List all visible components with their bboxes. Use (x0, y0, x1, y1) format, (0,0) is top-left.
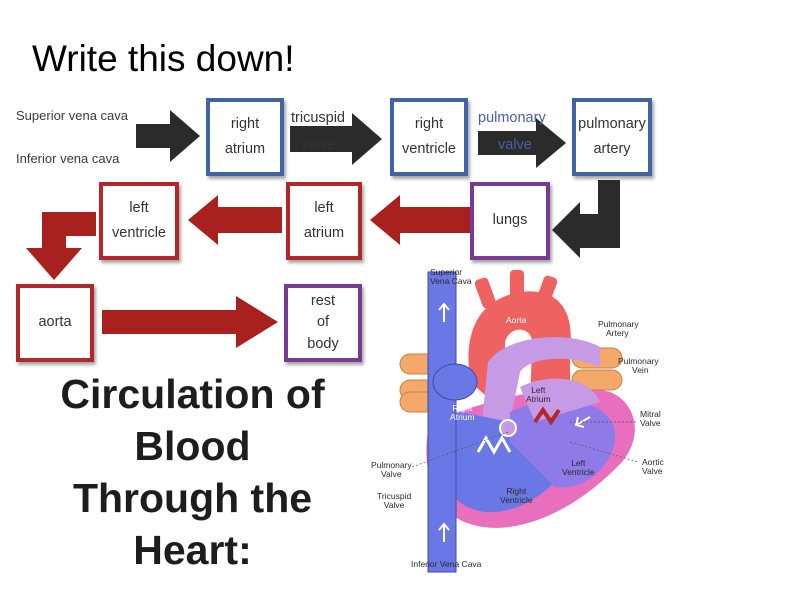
label-right-atrium: Right Atrium (450, 404, 475, 422)
heart-right-side (437, 412, 555, 513)
label-left-atrium-line1: Left (531, 385, 546, 395)
box-lungs-label: lungs (492, 212, 528, 229)
label-pulmonary-artery-line2: Artery (606, 327, 629, 338)
pulmonary-valve-label: pulmonary valve (478, 105, 546, 159)
label-pulmonary-vein: Pulmonary Vein (618, 357, 659, 375)
label-right-atrium-line1: Right (452, 403, 473, 413)
label-left-ventricle-line2: Ventricle (562, 466, 595, 477)
box-pulmonary-artery: pulmonary artery (572, 98, 652, 176)
box-right-ventricle-line2: ventricle (402, 141, 456, 157)
box-left-ventricle: left ventricle (99, 182, 179, 260)
arrow-tricuspid-to-right-ventricle (290, 113, 382, 165)
circulation-title: Circulation of Blood Through the Heart: (30, 368, 355, 576)
label-pulmonary-valve-line2: Valve (381, 468, 402, 479)
arrow-pulmonary-to-artery (478, 118, 566, 168)
box-right-atrium-line1: right (230, 115, 260, 132)
leader-pulmonary-valve (411, 431, 509, 468)
label-superior-vena-cava: Superior Vena Cava (430, 268, 472, 286)
box-right-atrium: right atrium (206, 98, 284, 176)
slide-title: Write this down! (32, 38, 295, 79)
arrow-artery-to-lungs (552, 180, 620, 258)
box-rest-of-body-line1: rest (310, 293, 336, 310)
label-pulmonary-valve: Pulmonary Valve (371, 461, 412, 479)
label-right-ventricle-line2: Ventricle (500, 494, 533, 505)
circulation-title-line2: Blood (134, 423, 251, 469)
box-left-atrium-line1: left (314, 199, 334, 216)
pulmonary-valve-shape (499, 419, 517, 437)
box-pulmonary-artery-line1: pulmonary (578, 115, 646, 132)
label-tricuspid-valve-line2: Valve (383, 499, 405, 510)
vena-cava-tube (427, 271, 457, 573)
box-right-atrium-line2: atrium (224, 141, 266, 157)
label-tricuspid-valve: Tricuspid Valve (377, 492, 411, 510)
flow-arrow-2 (438, 522, 450, 542)
arrow-lungs-to-left-atrium (370, 195, 470, 245)
tricuspid-valve-line1: tricuspid (291, 110, 345, 126)
label-right-atrium-line2: Atrium (450, 411, 475, 422)
label-pulmonary-valve-line1: Pulmonary (371, 460, 412, 470)
box-rest-of-body-line3: body (307, 335, 339, 352)
flow-arrow-1 (438, 302, 450, 322)
arrow-vena-to-right-atrium (136, 110, 200, 162)
pulmonary-valve-line2: valve (498, 136, 532, 153)
arrow-aorta-to-body (102, 296, 278, 348)
label-right-ventricle-line1: Right (506, 486, 527, 496)
label-mitral-valve: Mitral Valve (640, 410, 661, 428)
box-left-ventricle-line1: left (129, 199, 149, 216)
box-right-ventricle: right ventricle (390, 98, 468, 176)
box-left-atrium: left atrium (286, 182, 362, 260)
label-superior-vena-cava-line2: Vena Cava (430, 275, 472, 286)
box-lungs: lungs (470, 182, 550, 260)
label-mitral-valve-line1: Mitral (640, 409, 661, 419)
aorta-branch-1 (474, 277, 496, 309)
tricuspid-valve-label: tricuspid valve (291, 105, 345, 159)
pulmonary-vein-right-2 (571, 369, 623, 391)
heart-illustration (399, 270, 639, 573)
label-pulmonary-vein-line2: Vein (632, 364, 649, 375)
circulation-title-line1: Circulation of (60, 371, 325, 417)
label-pulmonary-artery: Pulmonary Artery (598, 320, 639, 338)
label-aorta: Aorta (506, 315, 527, 325)
arrow-left-ventricle-to-aorta (26, 212, 96, 280)
right-atrium-ellipse (432, 363, 478, 401)
circulation-title-line3: Through the (72, 475, 313, 521)
box-left-atrium-line2: atrium (303, 225, 345, 241)
label-superior-vena-cava-line1: Superior (430, 267, 463, 277)
box-aorta: aorta (16, 284, 94, 362)
source-superior-vena-cava: Superior vena cava (16, 108, 129, 123)
label-aortic-valve-line2: Valve (642, 465, 663, 476)
label-left-ventricle-line1: Left (571, 458, 586, 468)
label-aortic-valve-line1: Aortic (642, 457, 664, 467)
aorta-branch-2 (510, 270, 524, 300)
label-left-ventricle: Left Ventricle (562, 459, 595, 477)
box-rest-of-body-line2: of (316, 314, 330, 331)
arrow-left-atrium-to-left-ventricle (188, 195, 282, 245)
label-inferior-vena-cava: Inferior Vena Cava (411, 559, 482, 569)
pulmonary-valve-line1: pulmonary (478, 110, 546, 126)
source-inferior-vena-cava: Inferior vena cava (16, 151, 120, 166)
mitral-valve-shape (533, 406, 561, 426)
circulation-title-line4: Heart: (133, 527, 252, 573)
label-aortic-valve: Aortic Valve (642, 458, 664, 476)
label-pulmonary-artery-line1: Pulmonary (598, 319, 639, 329)
aorta-branch-3 (536, 275, 558, 307)
flow-arrow-3 (574, 416, 591, 428)
box-rest-of-body: rest of body (284, 284, 362, 362)
label-left-atrium-line2: Atrium (526, 393, 551, 404)
label-right-ventricle: Right Ventricle (500, 487, 533, 505)
label-left-atrium: Left Atrium (526, 386, 551, 404)
tricuspid-valve-line2: valve (301, 136, 335, 153)
tricuspid-valve-shape (476, 434, 512, 456)
pulmonary-artery-shape (482, 337, 600, 422)
box-right-ventricle-line1: right (414, 115, 444, 132)
box-left-ventricle-line2: ventricle (112, 225, 166, 241)
box-pulmonary-artery-line2: artery (593, 141, 631, 157)
label-tricuspid-valve-line1: Tricuspid (377, 491, 412, 501)
label-pulmonary-vein-line1: Pulmonary (618, 356, 659, 366)
label-mitral-valve-line2: Valve (640, 417, 661, 428)
box-aorta-label: aorta (38, 314, 72, 331)
